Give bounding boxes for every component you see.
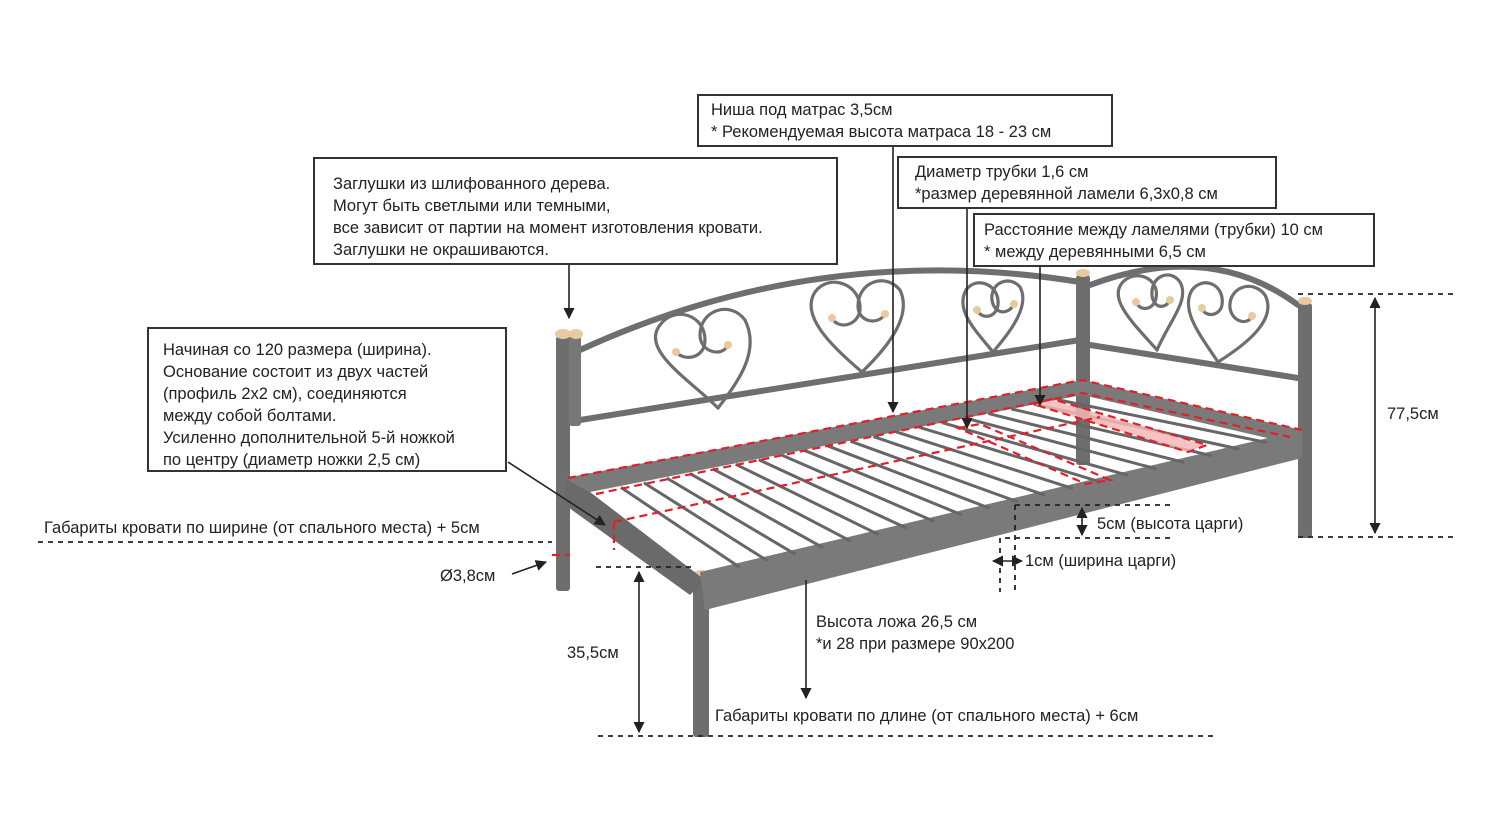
callout-line: Основание состоит из двух частей <box>163 363 429 381</box>
callout-line: Расстояние между ламелями (трубки) 10 см <box>984 221 1323 239</box>
callout-line: Диаметр трубки 1,6 см <box>915 163 1089 181</box>
slat <box>941 421 1129 477</box>
slat <box>758 458 907 530</box>
label-bed-height-note: *и 28 при размере 90х200 <box>816 635 1015 653</box>
slat <box>620 486 741 569</box>
slat <box>735 462 880 536</box>
back-lower-rail <box>577 337 1083 423</box>
label-total-height: 77,5см <box>1387 405 1439 423</box>
outline-inner <box>595 391 1291 496</box>
slat <box>1056 398 1268 445</box>
slat <box>781 453 935 523</box>
end-arch-rail <box>1087 263 1301 308</box>
slat <box>689 472 824 550</box>
callout-line: *размер деревянной ламели 6,3х0,8 см <box>915 185 1218 203</box>
heart-ornament <box>1116 273 1185 352</box>
slat <box>849 439 1018 504</box>
callout-line: Могут быть светлыми или темными, <box>333 197 611 215</box>
slat <box>666 476 797 556</box>
frame-left-rail <box>565 478 705 595</box>
end-headboard-group <box>1087 263 1301 381</box>
post-back-left <box>556 336 570 591</box>
slats <box>620 398 1268 569</box>
label-length-overall: Габариты кровати по длине (от спального … <box>715 707 1139 725</box>
frame-front-rail <box>700 430 1302 610</box>
outline-outer <box>567 378 1303 480</box>
callout-mattress-niche: Ниша под матрас 3,5см * Рекомендуемая вы… <box>697 94 1113 147</box>
callout-line: Заглушки не окрашиваются. <box>333 241 549 259</box>
callout-line: все зависит от партии на момент изготовл… <box>333 219 763 237</box>
slat <box>826 444 991 510</box>
slat <box>918 425 1102 484</box>
frame-back-rail <box>565 380 1082 492</box>
label-bed-height-line: Высота ложа 26,5 см <box>816 613 978 631</box>
callout-line: Начиная со 120 размера (ширина). <box>163 341 432 359</box>
leader-diam <box>511 560 548 575</box>
callout-wood-caps: Заглушки из шлифованного дерева. Могут б… <box>313 157 838 265</box>
callout-line: * Рекомендуемая высота матраса 18 - 23 с… <box>711 123 1052 141</box>
heart-ornament <box>961 279 1025 354</box>
callout-base-structure: Начиная со 120 размера (ширина). Основан… <box>147 327 507 472</box>
slat-highlight <box>1035 400 1205 452</box>
callout-line: Усиленно дополнительной 5-й ножкой <box>163 429 455 447</box>
dimension-lines <box>38 293 1455 737</box>
callout-line: (профиль 2х2 см), соединяются <box>163 385 407 403</box>
end-lower-rail <box>1087 342 1301 381</box>
heart-ornament <box>653 307 752 410</box>
slat <box>872 435 1046 497</box>
label-width-overall: Габариты кровати по ширине (от спального… <box>44 519 480 537</box>
label-rail-height: 5см (высота царги) <box>1097 515 1244 533</box>
heart-ornament <box>1186 281 1270 364</box>
red-dashed-outlines <box>552 378 1303 557</box>
callout-line: * между деревянными 6,5 см <box>984 243 1206 261</box>
slat <box>804 449 963 517</box>
post-back-left-inner <box>569 336 581 426</box>
heart-ornament <box>809 279 905 374</box>
callout-slat-spacing: Расстояние между ламелями (трубки) 10 см… <box>973 213 1375 267</box>
dimension-arrows <box>633 296 1381 734</box>
leader-base <box>507 461 606 526</box>
label-bed-height: Высота ложа 26,5 см *и 28 при размере 90… <box>816 611 1014 655</box>
frame <box>565 380 1302 610</box>
label-leg-diameter: Ø3,8см <box>440 567 496 585</box>
slat <box>964 416 1157 471</box>
outline-tube <box>954 422 1114 486</box>
callout-line: Заглушки из шлифованного дерева. <box>333 175 611 193</box>
back-arch-rail <box>577 267 1083 353</box>
post-front-right <box>1298 303 1312 538</box>
callout-tube-diameter: Диаметр трубки 1,6 см *размер деревянной… <box>897 156 1277 209</box>
label-rail-width: 1см (ширина царги) <box>1025 552 1177 570</box>
label-leg-height: 35,5см <box>567 644 619 662</box>
slat <box>987 412 1185 464</box>
outline-wood-slat <box>1029 397 1211 454</box>
slat <box>712 467 852 543</box>
outline-mid <box>613 415 1101 524</box>
leg-front-left <box>693 572 709 737</box>
slat <box>643 481 769 563</box>
callout-line: Ниша под матрас 3,5см <box>711 101 893 119</box>
callout-line: между собой болтами. <box>163 407 337 425</box>
leader-lines <box>507 147 1046 575</box>
slat <box>895 430 1074 490</box>
back-rail-group <box>577 267 1083 423</box>
frame-right-rail <box>1082 380 1302 446</box>
callout-line: по центру (диаметр ножки 2,5 см) <box>163 451 421 469</box>
